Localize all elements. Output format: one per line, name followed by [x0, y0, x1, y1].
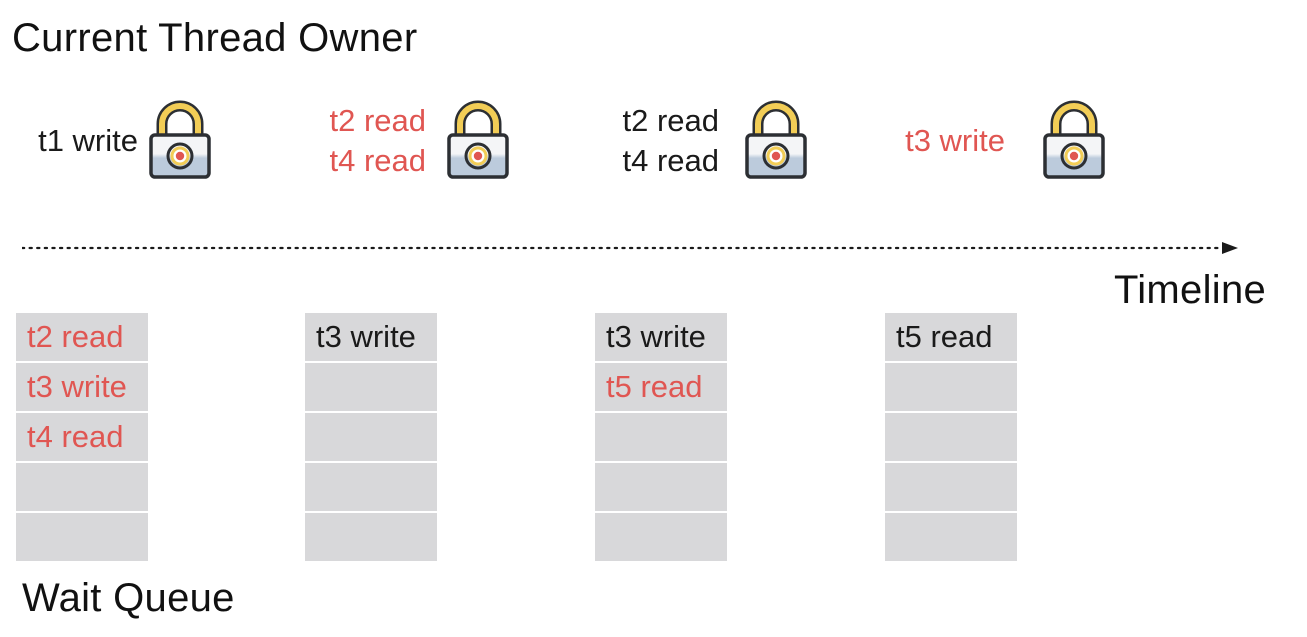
wait-queue-title: Wait Queue — [22, 576, 235, 620]
queue-slot: t2 read — [16, 313, 148, 361]
queue-slot — [16, 513, 148, 561]
owner-names: t1 write — [38, 96, 138, 186]
wait-queue: t5 read — [885, 313, 1017, 563]
queue-slot — [885, 513, 1017, 561]
owner-names: t3 write — [905, 96, 1005, 186]
queue-slot — [595, 463, 727, 511]
owner-name: t2 read — [622, 103, 719, 138]
timeline-arrow — [22, 242, 1238, 254]
queue-slot — [16, 463, 148, 511]
padlock-icon — [149, 100, 211, 179]
owner-names: t2 read t4 read — [622, 96, 719, 186]
queue-slot: t3 write — [305, 313, 437, 361]
padlock-icon — [745, 100, 807, 179]
owner-group: t3 write — [0, 96, 1106, 186]
owner-group: t2 read t4 read — [0, 96, 808, 186]
owner-name: t3 write — [905, 123, 1005, 158]
queue-slot — [305, 463, 437, 511]
owner-name: t1 write — [38, 123, 138, 158]
queue-slot — [595, 413, 727, 461]
owner-names: t2 read t4 read — [329, 96, 426, 186]
owner-name: t4 read — [329, 143, 426, 178]
queue-slot — [305, 513, 437, 561]
current-thread-owner-title: Current Thread Owner — [12, 16, 418, 60]
owner-group: t2 read t4 read — [0, 96, 510, 186]
timeline-label: Timeline — [1114, 268, 1267, 312]
queue-slot — [595, 513, 727, 561]
queue-slot — [885, 413, 1017, 461]
owner-name: t2 read — [329, 103, 426, 138]
padlock-icon — [447, 100, 509, 179]
wait-queue: t3 write — [305, 313, 437, 563]
padlock-icon — [1043, 100, 1105, 179]
queue-slot — [885, 463, 1017, 511]
queue-slot: t4 read — [16, 413, 148, 461]
owner-group: t1 write — [0, 96, 212, 186]
queue-slot: t3 write — [595, 313, 727, 361]
queue-slot — [885, 363, 1017, 411]
queue-slot — [305, 413, 437, 461]
owner-name: t4 read — [622, 143, 719, 178]
queue-slot: t3 write — [16, 363, 148, 411]
queue-slot: t5 read — [595, 363, 727, 411]
queue-slot: t5 read — [885, 313, 1017, 361]
queue-slot — [305, 363, 437, 411]
